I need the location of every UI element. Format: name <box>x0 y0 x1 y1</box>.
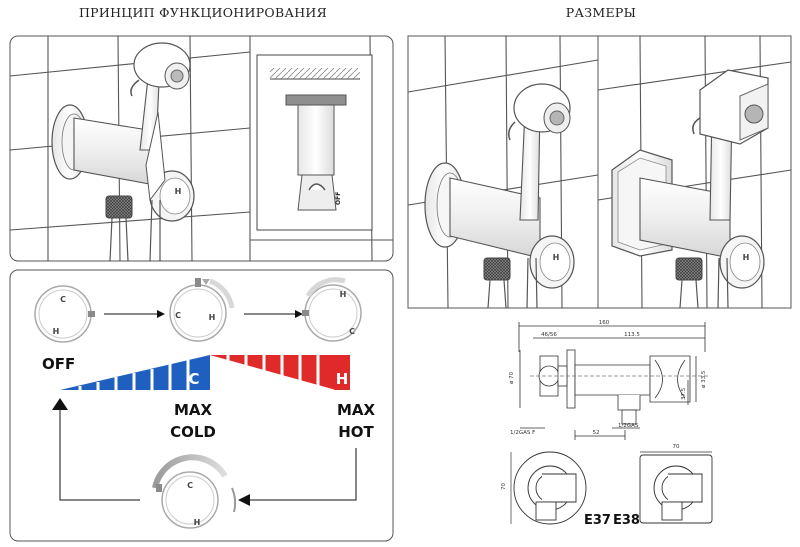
knob3-h-label: H <box>340 290 347 299</box>
knob-h-label-photo1: H <box>175 187 182 196</box>
wedge-c-label: C <box>188 370 199 388</box>
label-max-hot-1: MAX <box>337 401 376 419</box>
knob2-h-label: H <box>209 313 216 322</box>
dim-52: 52 <box>593 430 600 436</box>
label-off: OFF <box>42 355 75 373</box>
knob1-h-label: H <box>53 327 60 336</box>
arrow-step-2 <box>244 310 303 318</box>
wall-flange: H <box>51 42 195 262</box>
label-max-cold-2: COLD <box>170 423 216 441</box>
model-e37-label: E37 <box>584 513 611 528</box>
heading-dimensions: РАЗМЕРЫ <box>566 5 636 20</box>
model-e37-photo: H <box>424 83 575 309</box>
dim-70-dia: ø 70 <box>509 371 515 384</box>
label-max-hot-2: HOT <box>338 423 374 441</box>
panel-models-photo: H H <box>407 35 792 309</box>
inset-cross-section: OFF <box>256 54 373 231</box>
hot-wedge: H <box>210 355 350 390</box>
dim-70-round: 70 <box>501 483 507 490</box>
knob4-h-label: H <box>194 518 201 527</box>
knob3-c-label: C <box>349 327 355 336</box>
inset-off-label: OFF <box>335 192 342 205</box>
label-max-cold-1: MAX <box>174 401 213 419</box>
e37-knob-h-label: H <box>553 253 560 262</box>
model-e38-photo: H <box>611 69 769 309</box>
dim-160: 160 <box>599 320 610 326</box>
dim-70-square: 70 <box>673 444 680 450</box>
knob1-c-label: C <box>60 295 66 304</box>
technical-side-view <box>518 322 710 440</box>
knob2-c-label: C <box>175 311 181 320</box>
panel-installation-photo: OFF H <box>9 35 394 262</box>
knob-off: C H <box>34 285 95 343</box>
wedge-h-label: H <box>336 370 349 388</box>
dim-113-5: 113.5 <box>624 332 640 338</box>
e38-knob-h-label: H <box>743 253 750 262</box>
knob4-c-label: C <box>187 481 193 490</box>
dim-gas: 1/2GAS <box>618 423 639 429</box>
dimension-labels: 160 46/56 113.5 ø 70 ø 33.5 37.5 1/2GAS … <box>509 320 707 436</box>
heading-principle: ПРИНЦИП ФУНКЦИОНИРОВАНИЯ <box>79 5 327 20</box>
cold-wedge: C <box>60 355 210 390</box>
technical-front-views <box>510 451 713 525</box>
dim-37-5: 37.5 <box>681 387 687 400</box>
knob-hot: H C <box>302 277 362 342</box>
panel-operation: C H C H H C <box>9 269 394 542</box>
knob-cold: C H <box>169 278 235 342</box>
knob-return: C H <box>152 454 237 529</box>
dim-46-56: 46/56 <box>541 332 557 338</box>
dim-33-5-dia: ø 33.5 <box>701 370 707 388</box>
model-e38-label: E38 <box>613 513 640 528</box>
dim-gas-f: 1/2GAS F <box>510 430 535 436</box>
return-arrow <box>52 398 357 506</box>
arrow-step-1 <box>104 310 165 318</box>
